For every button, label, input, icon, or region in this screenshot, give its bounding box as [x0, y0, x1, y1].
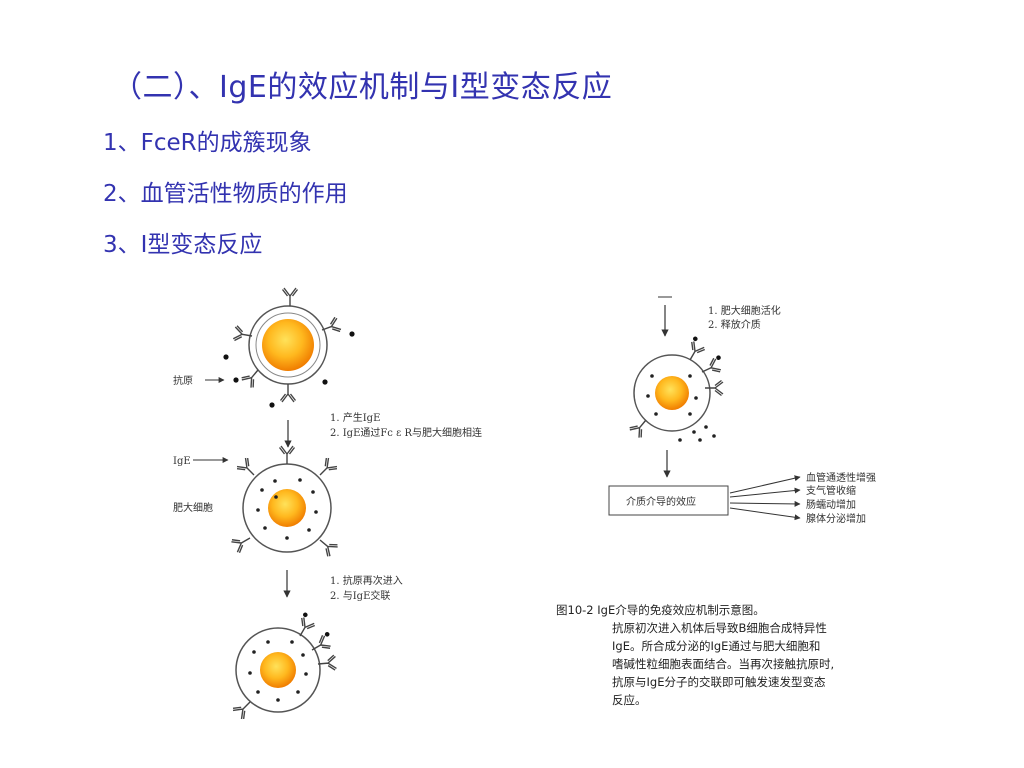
antigen-dot	[233, 377, 239, 383]
antigen-dot	[223, 354, 229, 360]
mediator-effect-label: 介质介导的效应	[626, 495, 696, 508]
effect-3: 肠蠕动增加	[806, 498, 856, 511]
step2-line2: 2. 与IgE交联	[330, 589, 390, 602]
step1-line1: 1. 产生IgE	[330, 411, 380, 424]
point-type-i-hypersensitivity: 3、I型变态反应	[103, 232, 263, 258]
caption-line-3: IgE。所合成分泌的IgE通过与肥大细胞和	[612, 639, 820, 653]
caption-line-2: 抗原初次进入机体后导致B细胞合成特异性	[612, 621, 827, 635]
effect-1: 血管通透性增强	[806, 471, 876, 484]
point-vasoactive-substances: 2、血管活性物质的作用	[103, 181, 348, 207]
mast-cell-label: 肥大细胞	[173, 501, 213, 514]
caption-line-5: 抗原与IgE分子的交联即可触发速发型变态	[612, 675, 826, 689]
effect-2: 支气管收缩	[806, 484, 856, 497]
antigen-dot	[322, 379, 328, 385]
caption-line-1: 图10-2 IgE介导的免疫效应机制示意图。	[556, 603, 765, 617]
caption-line-6: 反应。	[612, 693, 647, 707]
slide-title: （二）、IgE的效应机制与I型变态反应	[112, 70, 613, 105]
mediator-effect-box	[608, 485, 729, 516]
effect-4: 腺体分泌增加	[806, 512, 866, 525]
right-step1: 1. 肥大细胞活化	[708, 304, 781, 317]
mast-cell-bottom	[231, 610, 338, 721]
right-step2: 2. 释放介质	[708, 318, 761, 331]
mast-cell-middle	[229, 445, 340, 559]
antigen-label: 抗原	[173, 374, 193, 387]
point-fcer-clustering: 1、FceR的成簇现象	[103, 130, 312, 156]
cell-b-top	[232, 287, 343, 403]
activated-mast-cell	[627, 334, 727, 442]
antigen-dot	[349, 331, 355, 337]
step1-line2: 2. IgE通过Fc ε R与肥大细胞相连	[330, 426, 482, 439]
step2-line1: 1. 抗原再次进入	[330, 574, 403, 587]
caption-line-4: 嗜碱性粒细胞表面结合。当再次接触抗原时,	[612, 657, 834, 671]
antigen-dot	[269, 402, 275, 408]
ige-label: IgE	[173, 456, 191, 467]
